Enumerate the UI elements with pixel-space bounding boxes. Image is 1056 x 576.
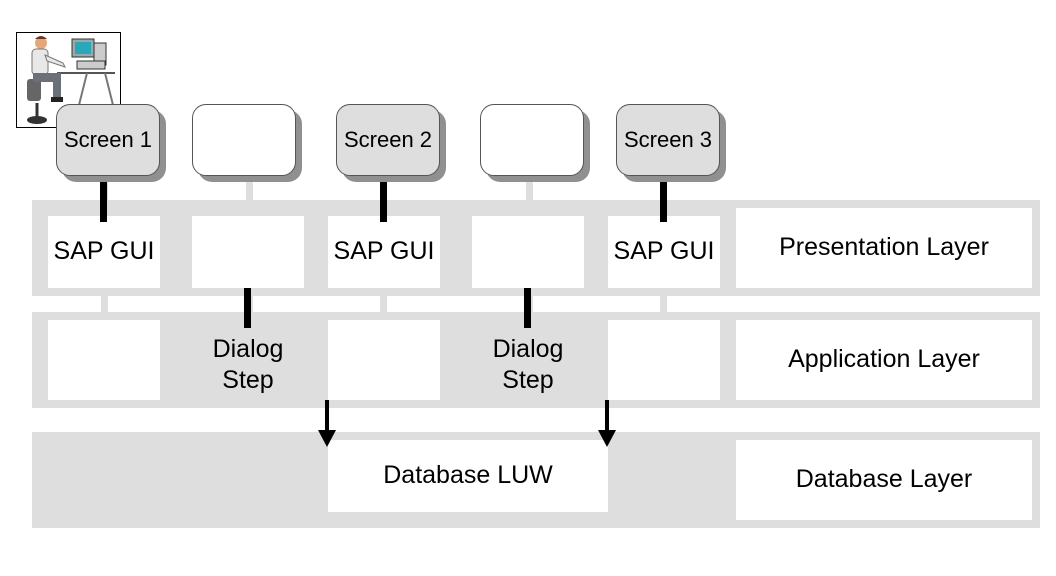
screen-3: Screen 3	[616, 104, 720, 176]
screen-2: Screen 2	[336, 104, 440, 176]
dialog-step-2: Dialog Step	[492, 334, 564, 394]
sap-gui-box-3: SAP GUI	[608, 216, 720, 288]
connector-screen1	[100, 178, 107, 222]
screen-blank-2	[480, 104, 584, 176]
screen-1: Screen 1	[56, 104, 160, 176]
application-layer-label: Application Layer	[736, 320, 1032, 400]
arrow-down-icon	[598, 430, 616, 447]
connector-dialog2	[524, 288, 531, 328]
connector-screen3	[660, 178, 667, 222]
database-luw-box: Database LUW	[328, 440, 608, 512]
user-at-workstation-icon	[27, 36, 115, 124]
empty-box-presentation-2	[472, 216, 584, 288]
presentation-layer-label: Presentation Layer	[736, 208, 1032, 288]
empty-box-presentation-1	[192, 216, 304, 288]
sap-gui-box-2: SAP GUI	[328, 216, 440, 288]
user-workstation-icon	[16, 32, 121, 128]
sap-gui-box-1: SAP GUI	[48, 216, 160, 288]
empty-box-application-3	[608, 320, 720, 400]
arrow-down-icon	[318, 430, 336, 447]
empty-box-application-2	[328, 320, 440, 400]
connector-dialog1	[244, 288, 251, 328]
dialog-step-1: Dialog Step	[212, 334, 284, 394]
empty-box-application-1	[48, 320, 160, 400]
database-layer-label: Database Layer	[736, 440, 1032, 520]
screen-blank-1	[192, 104, 296, 176]
connector-screen2	[380, 178, 387, 222]
